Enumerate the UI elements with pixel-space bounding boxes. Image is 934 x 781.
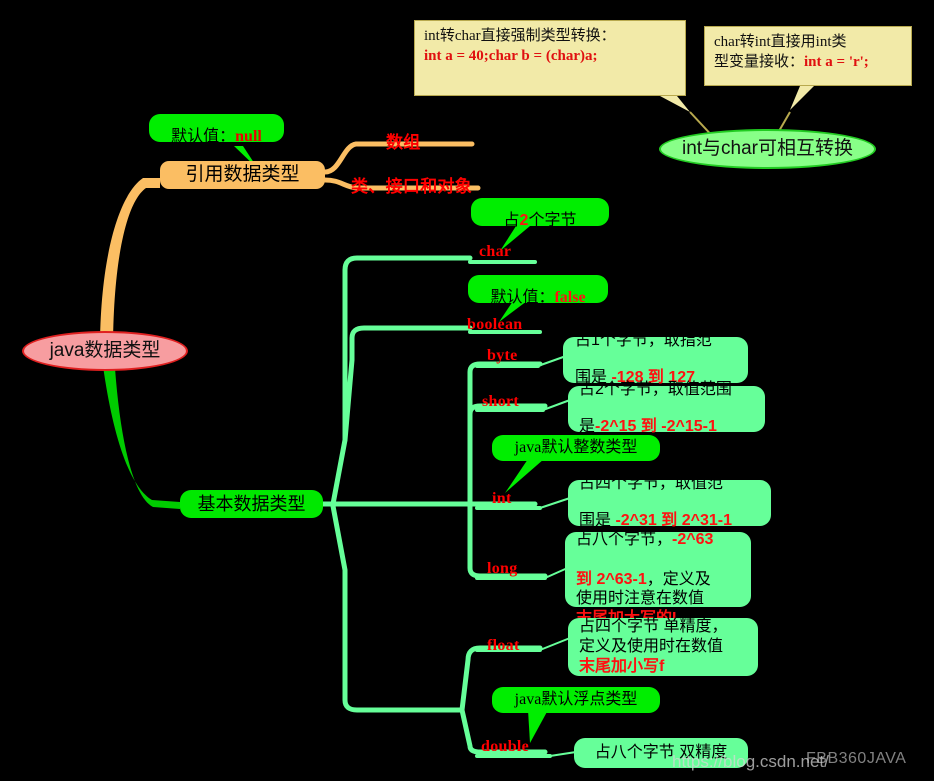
long-range-high: 到 2^63-1 — [576, 570, 647, 588]
wire-middle-branch-2 — [467, 403, 548, 507]
int-char-convertible-label: int与char可相互转换 — [681, 138, 854, 160]
wire-middle-branch — [467, 361, 543, 507]
type-label-byte[interactable]: byte — [487, 347, 518, 364]
boolean-default-prefix: 默认值： — [490, 289, 555, 306]
reference-default-value: null — [235, 128, 262, 145]
wire-root-to-reference — [100, 178, 160, 352]
reference-default-label: 默认值： — [171, 128, 236, 145]
wire-hub-lower — [330, 503, 465, 713]
short-info-line2-prefix: 是 — [579, 418, 596, 436]
type-label-long[interactable]: long — [487, 560, 518, 577]
byte-info-line1: 占1个字节，取指范 — [575, 332, 712, 350]
int-default-tag: java默认整数类型 — [514, 438, 638, 456]
callout-char-to-int-code: int a = 'r'; — [804, 53, 869, 70]
float-info-line1: 占四个字节 单精度， — [579, 618, 728, 636]
type-label-double[interactable]: double — [481, 738, 530, 755]
wire-hub-upper — [330, 255, 473, 507]
char-size-prefix: 占 — [503, 212, 520, 229]
reference-type-node[interactable]: 引用数据类型 — [160, 161, 325, 189]
callout-char-to-int-line1: char转int直接用int类 — [714, 34, 847, 50]
short-range: -2^15 到 -2^15-1 — [595, 418, 717, 436]
root-label: java数据类型 — [49, 340, 161, 362]
primitive-type-node[interactable]: 基本数据类型 — [180, 490, 323, 518]
wire-reference-fork-2 — [322, 177, 481, 191]
long-info-line2-suffix: ，定义及 — [646, 570, 711, 588]
wire-reference-fork — [322, 141, 475, 175]
char-size-suffix: 个字节 — [528, 212, 577, 229]
root-node[interactable]: java数据类型 — [22, 331, 188, 371]
int-default-tag-bubble[interactable]: java默认整数类型 — [492, 435, 660, 461]
reference-child-array[interactable]: 数组 — [386, 133, 421, 152]
int-info-line1: 占四个字节，取值范 — [579, 475, 724, 493]
double-info-bubble[interactable]: 占八个字节 双精度 — [574, 738, 748, 768]
boolean-default-value: false — [554, 289, 586, 306]
watermark-author: FBB360JAVA — [806, 750, 907, 767]
type-label-short[interactable]: short — [482, 393, 520, 410]
float-info-emphasis: 末尾加小写f — [579, 657, 665, 675]
reference-type-label: 引用数据类型 — [185, 164, 300, 186]
int-range: -2^31 到 2^31-1 — [615, 512, 732, 530]
wire-hub-upper-2 — [342, 325, 473, 443]
tail-int-tag — [505, 459, 544, 493]
primitive-type-label: 基本数据类型 — [197, 493, 306, 514]
byte-info-bubble[interactable]: 占1个字节，取指范 围是 -128 到 127 — [563, 332, 748, 387]
char-size-number: 2 — [519, 212, 529, 229]
type-label-char[interactable]: char — [479, 243, 512, 260]
long-range-low: -2^63 — [672, 530, 714, 548]
leader-byte — [537, 355, 567, 367]
callout-int-to-char-line2: int a = 40;char b = (char)a; — [424, 47, 598, 64]
wire-lower-branch-double — [459, 707, 548, 755]
tail-boolean-false — [499, 301, 527, 322]
float-info-bubble[interactable]: 占四个字节 单精度， 定义及使用时在数值 末尾加小写f — [568, 618, 758, 676]
tail-callout-char-to-int — [790, 86, 814, 110]
long-info-line1-prefix: 占八个字节， — [576, 530, 673, 548]
int-info-line2-prefix: 围是 — [579, 512, 616, 530]
wire-root-to-primitive — [103, 366, 180, 509]
short-info-line1: 占2个字节，取值范围 — [579, 381, 732, 399]
long-info-bubble[interactable]: 占八个字节，-2^63 到 2^63-1，定义及 使用时注意在数值 末尾加大写的… — [565, 530, 751, 627]
float-info-line2: 定义及使用时在数值 — [579, 638, 724, 656]
leader-double — [549, 751, 577, 757]
reference-default-bubble[interactable]: 默认值：null — [149, 114, 284, 145]
double-default-tag-bubble[interactable]: java默认浮点类型 — [492, 687, 660, 713]
type-label-boolean[interactable]: boolean — [467, 316, 523, 333]
type-label-float[interactable]: float — [487, 637, 520, 654]
callout-char-to-int-line2-prefix: 型变量接收： — [714, 53, 805, 70]
byte-info-line2-prefix: 围是 — [575, 369, 612, 387]
long-info-line3: 使用时注意在数值 — [576, 590, 705, 608]
watermark-url: https://blog.csdn.net/ — [672, 752, 829, 771]
leader-int — [539, 497, 571, 509]
leader-short — [542, 399, 571, 411]
int-char-convertible-node[interactable]: int与char可相互转换 — [659, 129, 876, 169]
double-info-line1: 占八个字节 双精度 — [594, 743, 728, 761]
callout-char-to-int[interactable]: char转int直接用int类 型变量接收：int a = 'r'; — [704, 26, 912, 86]
type-label-int[interactable]: int — [492, 490, 512, 507]
tail-char-bytes — [500, 226, 530, 251]
leader-float — [539, 637, 571, 651]
char-size-bubble[interactable]: 占2个字节 — [471, 198, 609, 229]
callout-int-to-char-line1: int转char直接强制类型转换： — [424, 28, 616, 44]
byte-range: -128 到 127 — [611, 369, 696, 387]
double-default-tag: java默认浮点类型 — [514, 690, 638, 708]
callout-int-to-char[interactable]: int转char直接强制类型转换： int a = 40;char b = (c… — [414, 20, 686, 96]
tail-callout-int-to-char — [660, 96, 690, 112]
short-info-bubble[interactable]: 占2个字节，取值范围 是-2^15 到 -2^15-1 — [568, 381, 765, 436]
boolean-default-bubble[interactable]: 默认值：false — [468, 275, 608, 306]
tail-double-tag — [528, 710, 548, 743]
reference-child-class-interface-object[interactable]: 类、接口和对象 — [351, 177, 473, 196]
int-info-bubble[interactable]: 占四个字节，取值范 围是 -2^31 到 2^31-1 — [568, 475, 771, 530]
